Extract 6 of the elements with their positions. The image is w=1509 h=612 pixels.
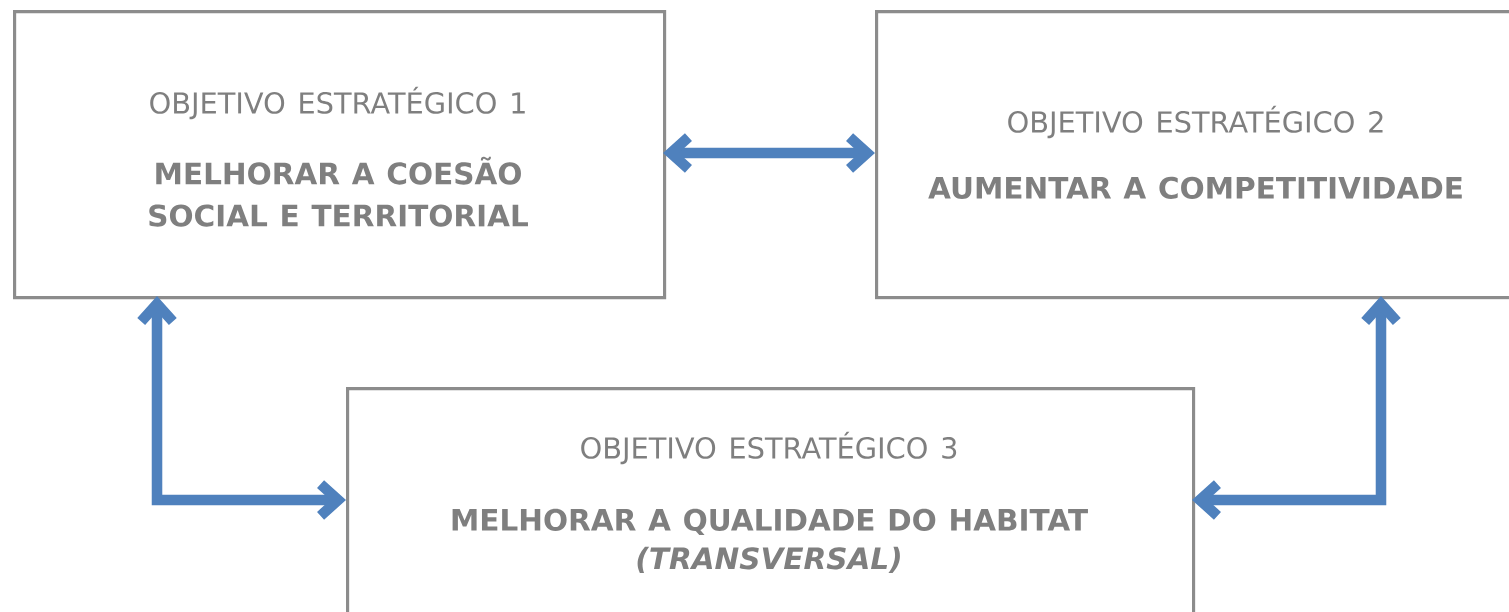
- objective-box: OBJETIVO ESTRATÉGICO 1 MELHORAR A COESÃO SOCIAL E TERRITORIAL: [13, 10, 667, 300]
- double-arrow: [1192, 296, 1401, 520]
- objective-box: OBJETIVO ESTRATÉGICO 3 MELHORAR A QUALIDADE DO HABITAT (TRANSVERSAL): [346, 387, 1196, 612]
- objective-box: OBJETIVO ESTRATÉGICO 2 AUMENTAR A COMPETITIVIDADE: [875, 10, 1509, 300]
- double-arrow: [137, 296, 347, 520]
- double-arrow: [663, 133, 875, 173]
